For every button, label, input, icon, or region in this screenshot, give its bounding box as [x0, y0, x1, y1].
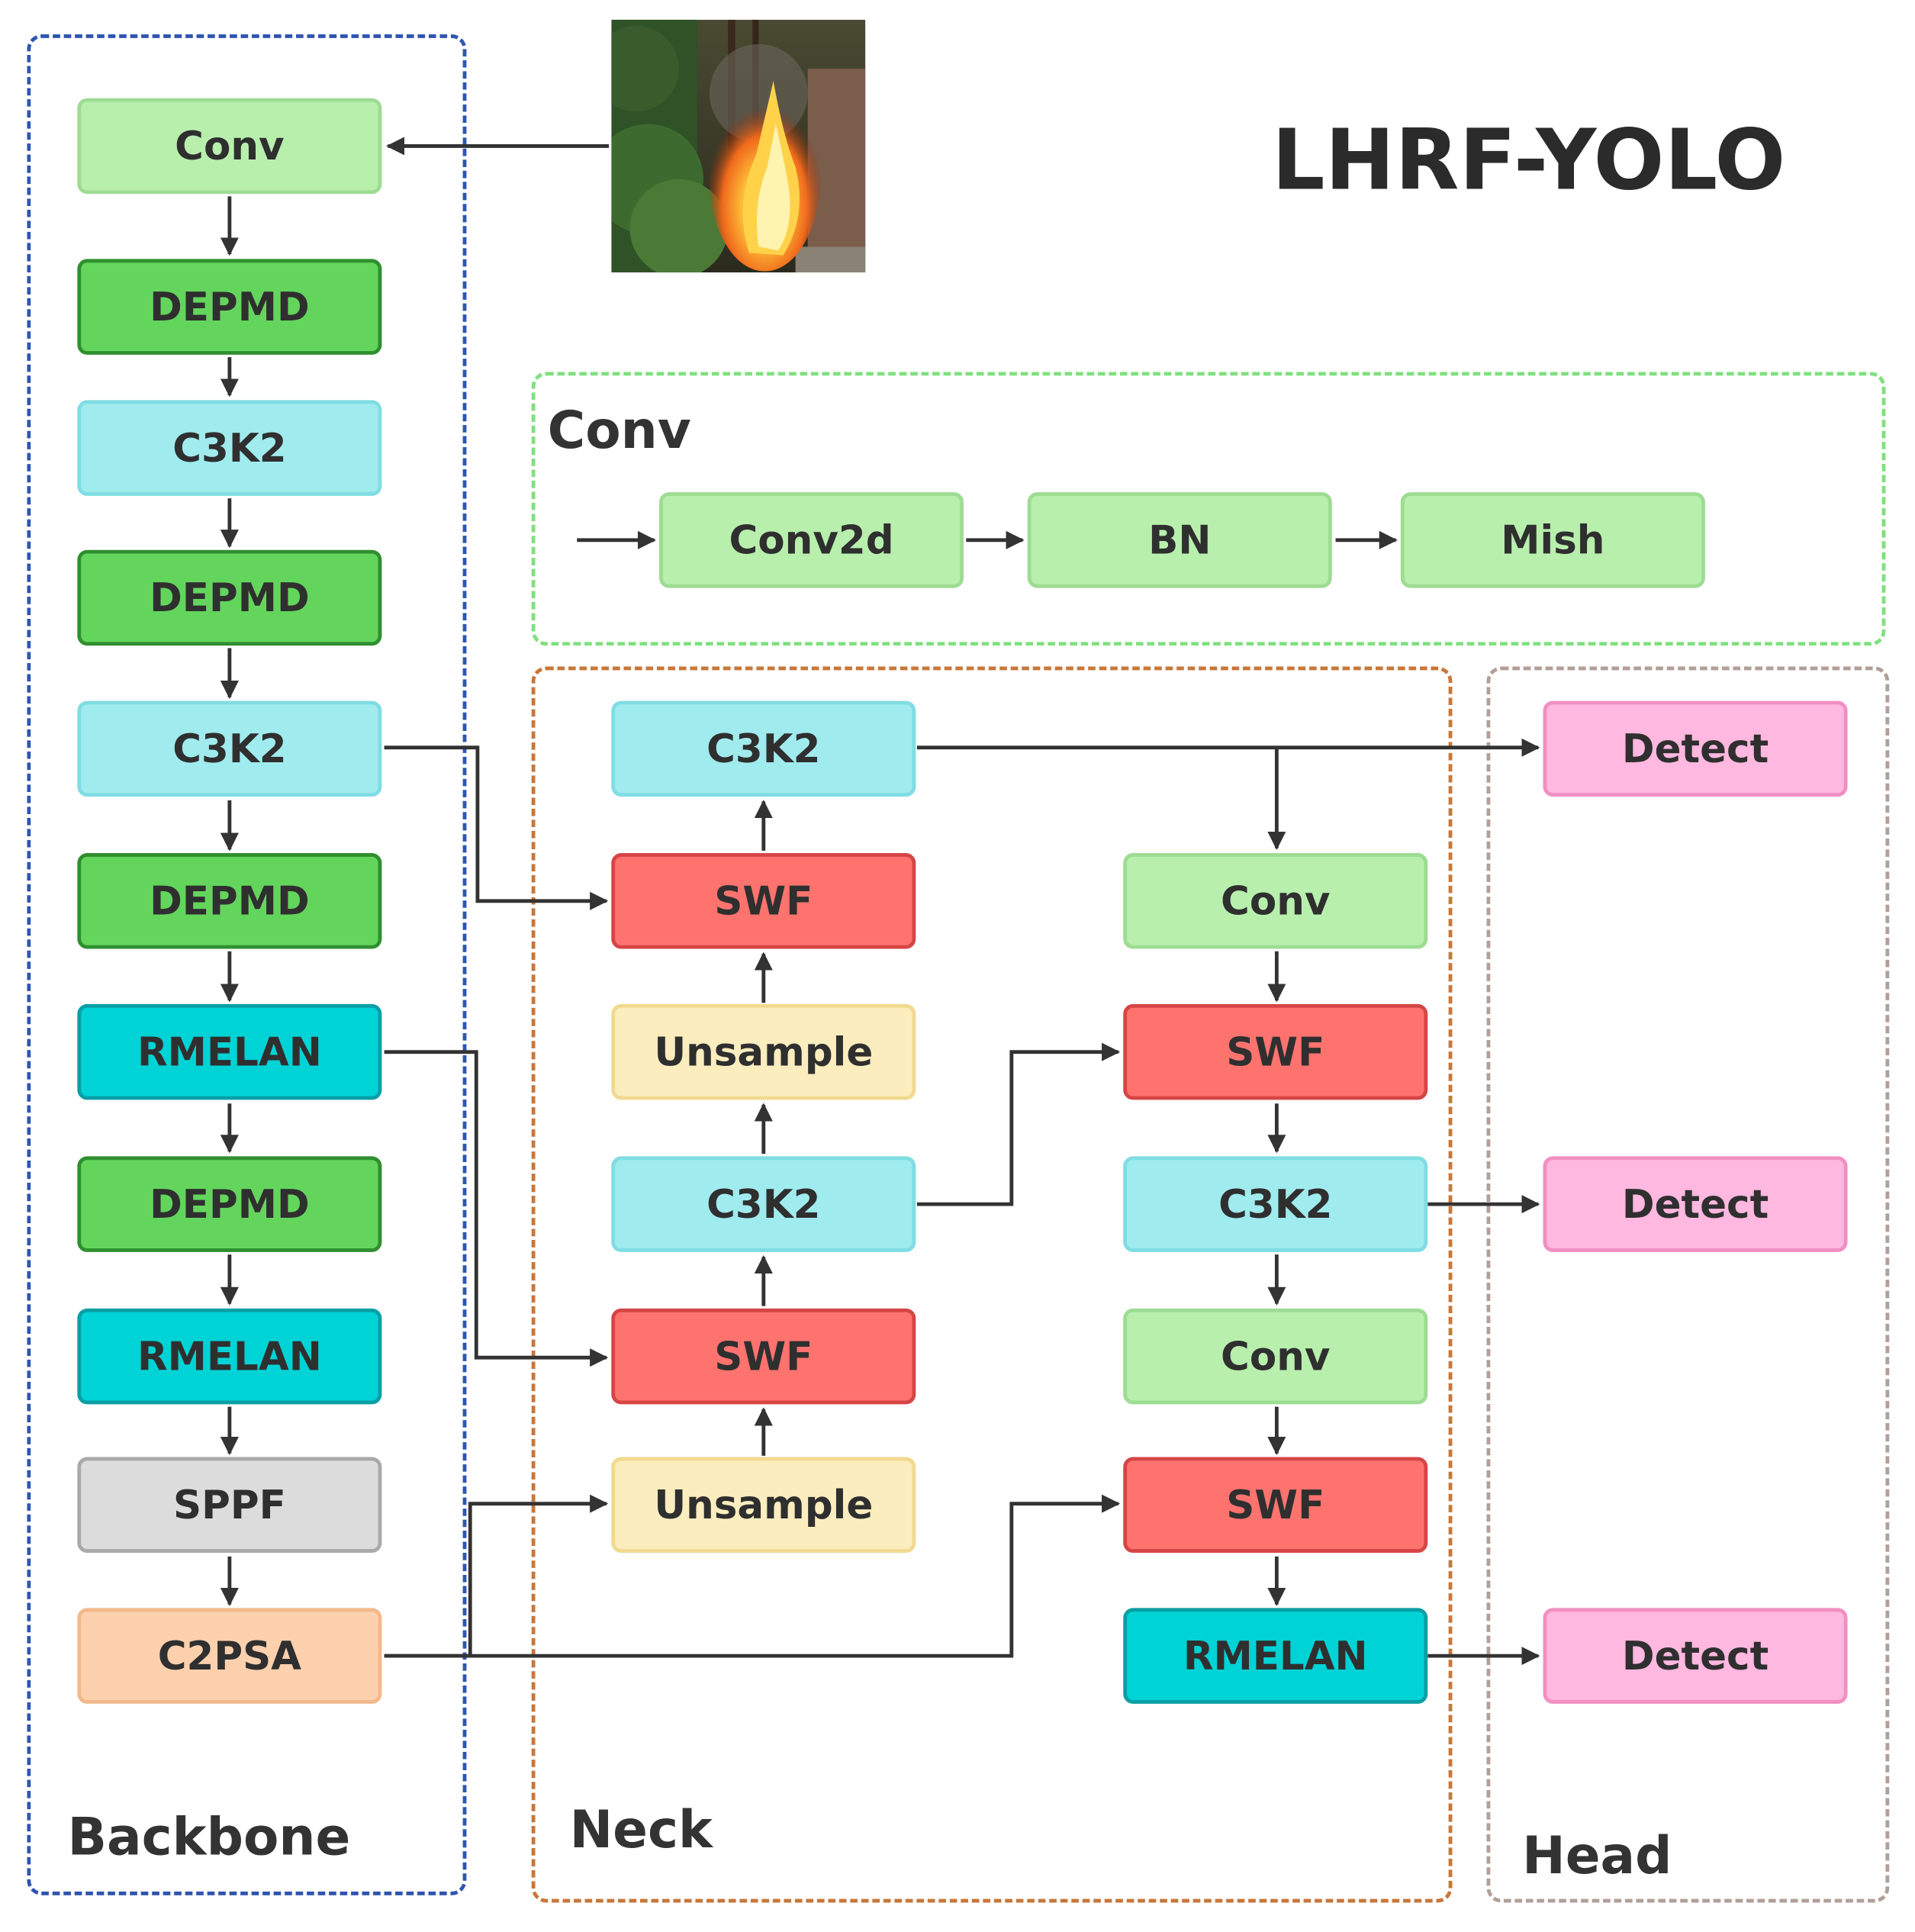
- neck-node-unsample-1: Unsample: [611, 1003, 916, 1100]
- neck-node-conv-1: Conv: [1123, 853, 1428, 949]
- neck-node-swf-3: SWF: [1123, 1003, 1428, 1100]
- conv-node-bn: BN: [1027, 492, 1332, 588]
- head-group: [1486, 666, 1890, 1903]
- backbone-node-conv: Conv: [77, 98, 382, 195]
- input-fire-image: [611, 19, 866, 273]
- backbone-group: [27, 34, 467, 1895]
- diagram-title: LHRF-YOLO: [1271, 113, 1786, 211]
- head-node-detect-2: Detect: [1543, 1156, 1848, 1252]
- backbone-node-depmd-4: DEPMD: [77, 1156, 382, 1252]
- arrow-c3k2-to-swf-right: [916, 1042, 1121, 1206]
- neck-node-unsample-2: Unsample: [611, 1457, 916, 1554]
- head-node-detect-3: Detect: [1543, 1608, 1848, 1704]
- backbone-node-rmelan-1: RMELAN: [77, 1003, 382, 1100]
- neck-node-swf-2: SWF: [611, 1308, 916, 1405]
- arrow-c2psa-to-unsample: [384, 1494, 609, 1658]
- head-label: Head: [1522, 1825, 1672, 1885]
- arrow-c3k2-to-swf: [384, 745, 609, 910]
- backbone-node-c3k2-2: C3K2: [77, 700, 382, 797]
- neck-node-c3k2-top: C3K2: [611, 700, 916, 797]
- head-node-detect-1: Detect: [1543, 700, 1848, 797]
- arrow-rmelan-to-swf: [384, 1050, 609, 1367]
- neck-node-c3k2-mid: C3K2: [611, 1156, 916, 1252]
- neck-label: Neck: [569, 1799, 713, 1860]
- conv-node-conv2d: Conv2d: [659, 492, 964, 588]
- backbone-node-depmd-1: DEPMD: [77, 259, 382, 355]
- backbone-node-depmd-3: DEPMD: [77, 853, 382, 949]
- backbone-node-depmd-2: DEPMD: [77, 549, 382, 646]
- conv-detail-label: Conv: [547, 400, 691, 461]
- backbone-node-sppf: SPPF: [77, 1457, 382, 1554]
- neck-node-conv-2: Conv: [1123, 1308, 1428, 1405]
- backbone-node-c3k2-1: C3K2: [77, 400, 382, 496]
- conv-detail-group: [531, 372, 1886, 646]
- backbone-label: Backbone: [67, 1807, 351, 1867]
- neck-node-swf-1: SWF: [611, 853, 916, 949]
- neck-node-swf-4: SWF: [1123, 1457, 1428, 1554]
- neck-group: [531, 666, 1453, 1903]
- neck-node-rmelan: RMELAN: [1123, 1608, 1428, 1704]
- conv-node-mish: Mish: [1400, 492, 1705, 588]
- arrow-c2psa-to-swf: [384, 1494, 1121, 1658]
- backbone-node-rmelan-2: RMELAN: [77, 1308, 382, 1405]
- neck-node-c3k2-low: C3K2: [1123, 1156, 1428, 1252]
- backbone-node-c2psa: C2PSA: [77, 1608, 382, 1704]
